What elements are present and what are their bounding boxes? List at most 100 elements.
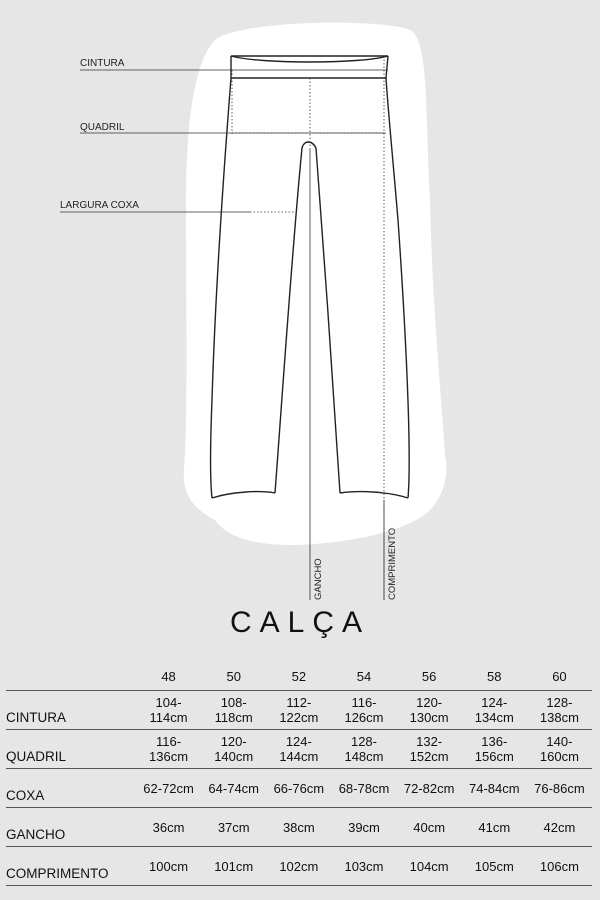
cell-text: 37cm — [217, 819, 250, 835]
cell-text: 130cm — [409, 710, 449, 725]
table-cell: 120-140cm — [201, 730, 266, 769]
cell-text: 66-76cm — [273, 780, 325, 796]
cell-text: 116- — [351, 695, 377, 710]
table-cell: 108-118cm — [201, 691, 266, 730]
cell-text: 140- — [546, 734, 573, 749]
cell-text: 136- — [481, 734, 508, 749]
cell-text: 74-84cm — [468, 780, 520, 796]
cell-text: 64-74cm — [208, 780, 259, 796]
size-header-cell: 60 — [552, 668, 567, 684]
cell-text: 39cm — [348, 819, 380, 835]
table-cell: 72-82cm — [397, 769, 462, 808]
table-cell: 38cm — [266, 808, 331, 847]
cell-text: 41cm — [478, 819, 511, 835]
cell-text: 138cm — [539, 710, 579, 725]
cell-text: 100cm — [149, 858, 189, 874]
cell-text: 140cm — [214, 749, 254, 764]
cell-text: 128- — [350, 734, 377, 749]
cell-text: 160cm — [539, 749, 579, 764]
cell-text: 120- — [220, 734, 247, 749]
size-header-cell: 58 — [487, 668, 502, 684]
table-cell: 103cm — [331, 847, 396, 886]
cell-text: 124- — [481, 695, 508, 710]
cell-text: 40cm — [413, 819, 446, 835]
table-cell: 66-76cm — [266, 769, 331, 808]
table-cell: 136-156cm — [462, 730, 527, 769]
table-cell: 41cm — [462, 808, 527, 847]
cell-text: 38cm — [282, 819, 315, 835]
table-cell: 64-74cm — [201, 769, 266, 808]
table-cell: 100cm — [136, 847, 201, 886]
cell-text: 102cm — [279, 858, 319, 874]
cell-text: 36cm — [152, 819, 185, 835]
table-cell: 104cm — [397, 847, 462, 886]
table-cell: 74-84cm — [462, 769, 527, 808]
size-header-cell: 50 — [226, 668, 241, 684]
table-cell: 62-72cm — [136, 769, 201, 808]
table-cell: 104-114cm — [136, 691, 201, 730]
cell-text: 116- — [156, 734, 182, 749]
table-cell: 39cm — [331, 808, 396, 847]
size-header-cell: 56 — [421, 668, 437, 684]
table-cell: 40cm — [397, 808, 462, 847]
table-cell: 76-86cm — [527, 769, 592, 808]
table-cell: 42cm — [527, 808, 592, 847]
table-cell: 128-148cm — [331, 730, 396, 769]
pants-diagram: CINTURA QUADRIL LARGURA COXA GANCHO COMP… — [60, 22, 447, 600]
label-gancho: GANCHO — [313, 558, 324, 600]
cell-text: 144cm — [279, 749, 319, 764]
table-row: COMPRIMENTO 100cm 101cm 102cm 103cm 104cm 105c… — [6, 846, 592, 886]
cell-text: 128- — [546, 695, 573, 710]
cell-text: 105cm — [474, 858, 514, 874]
row-label: COMPRIMENTO — [6, 866, 109, 881]
size-header-cell: 48 — [161, 668, 176, 684]
table-cell: 116-136cm — [136, 730, 201, 769]
cell-text: 112- — [286, 695, 312, 710]
cell-text: 42cm — [543, 819, 576, 835]
cell-text: 148cm — [344, 749, 384, 764]
cell-text: 114cm — [149, 710, 188, 725]
cell-text: 68-78cm — [338, 780, 390, 796]
row-label: QUADRIL — [6, 749, 67, 764]
table-cell: 36cm — [136, 808, 201, 847]
table-cell: 128-138cm — [527, 691, 592, 730]
row-label: CINTURA — [6, 710, 66, 725]
measure-lines — [60, 56, 388, 600]
table-cell: 120-130cm — [397, 691, 462, 730]
cell-text: 134cm — [474, 710, 514, 725]
cell-text: 62-72cm — [143, 780, 194, 796]
cell-text: 124- — [285, 734, 312, 749]
size-header-cell: 52 — [291, 668, 307, 684]
pants-outline — [209, 55, 410, 499]
cell-text: 118cm — [214, 710, 253, 725]
cell-text: 120- — [416, 695, 443, 710]
table-cell: 124-144cm — [266, 730, 331, 769]
cell-text: 136cm — [149, 749, 189, 764]
table-row: GANCHO 36cm 37cm 38cm 39cm 40cm 41cm 42cm — [6, 807, 592, 847]
silhouette-backdrop — [183, 22, 447, 546]
cell-text: 72-82cm — [403, 780, 455, 796]
cell-text: 152cm — [409, 749, 449, 764]
table-cell: 68-78cm — [331, 769, 396, 808]
header-corner — [6, 662, 136, 691]
table-cell: 37cm — [201, 808, 266, 847]
cell-text: 132- — [416, 734, 443, 749]
cell-text: 104- — [155, 695, 182, 710]
cell-text: 76-86cm — [534, 780, 585, 796]
table-cell: 101cm — [201, 847, 266, 886]
cell-text: 106cm — [539, 858, 579, 874]
table-cell: 140-160cm — [527, 730, 592, 769]
table-cell: 106cm — [527, 847, 592, 886]
table-cell: 116-126cm — [331, 691, 396, 730]
table-cell: 112-122cm — [266, 691, 331, 730]
page-title: CALÇA — [229, 606, 371, 639]
label-cintura: CINTURA — [80, 58, 125, 69]
label-quadril: QUADRIL — [80, 122, 125, 133]
cell-text: 101cm — [214, 858, 254, 874]
table-cell: 124-134cm — [462, 691, 527, 730]
cell-text: 104cm — [409, 858, 449, 874]
row-label: GANCHO — [6, 827, 66, 842]
